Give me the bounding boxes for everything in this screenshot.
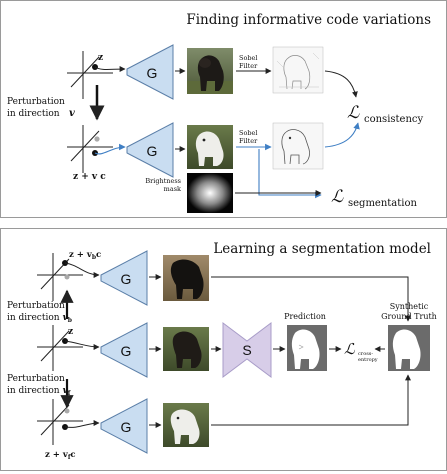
brightness-mask-image [187, 173, 233, 213]
latent-axes-b-icon [37, 253, 83, 301]
perturb-b-line1: Perturbation [7, 301, 65, 311]
fg-image-to-gt-arrow [211, 374, 411, 426]
ground-truth-mask-image [388, 325, 430, 371]
latent-f-to-generator-arrow [64, 420, 100, 428]
gt-label-line1: Synthetic [390, 302, 429, 311]
segmenter-label: S [242, 342, 251, 358]
ce-loss-sub1: cross- [358, 351, 373, 357]
latent-axes-icon [67, 51, 113, 99]
latent-to-generator-arrow [94, 66, 126, 73]
latent-b-label: z + vbc [69, 250, 101, 261]
segmentation-loss-symbol: ℒ [331, 187, 344, 207]
brightness-mask-label: Brightness [145, 177, 181, 185]
generator-center-label: G [121, 343, 132, 359]
segmenter-block [222, 322, 272, 378]
ce-loss-symbol: ℒ [344, 340, 356, 358]
sobel-filter-label-2: Filter [239, 62, 258, 70]
latent-center-to-generator-arrow [64, 340, 100, 350]
generator-block-2 [126, 122, 174, 178]
generator-label: G [147, 65, 158, 81]
sobel2-to-consistency-arrow [324, 122, 360, 148]
generated-image-white-dog [187, 125, 233, 169]
top-panel-title: Finding informative code variations [186, 12, 431, 28]
generator-b-block [100, 250, 148, 306]
image-to-segmentation-arrow [258, 149, 322, 199]
perturbation-label-line2: in direction [7, 109, 60, 119]
prediction-mask-image [287, 325, 327, 371]
perturbed-latent-to-generator-arrow [94, 143, 126, 155]
generated-image-dark-dog [187, 48, 233, 94]
sobel-filter-label-b: Sobel [239, 129, 257, 137]
generator-f-label: G [121, 419, 132, 435]
perturbation-direction-v: v [69, 108, 75, 119]
latent-z-label: z [98, 53, 103, 63]
consistency-loss-subscript: consistency [364, 114, 424, 125]
sobel-to-consistency-arrow [324, 70, 358, 98]
generator-label-2: G [147, 143, 158, 159]
latent-axes-f-icon [37, 399, 83, 445]
segmentation-loss-subscript: segmentation [348, 198, 418, 209]
background-image-dark-dog [163, 255, 209, 301]
bottom-panel-canvas: Learning a segmentation model z + vbc G [7, 241, 437, 461]
bg-image-to-gt-arrow [211, 276, 411, 322]
generator-f-block [100, 398, 148, 454]
gt-label-line2: Ground Truth [381, 312, 437, 321]
top-panel: Finding informative code variations z G [0, 0, 447, 218]
sobel-edge-image [272, 46, 324, 94]
sobel-filter-label: Sobel [239, 54, 257, 62]
foreground-image-white-dog [163, 403, 209, 447]
consistency-loss-symbol: ℒ [347, 103, 360, 123]
latent-b-to-generator-arrow [64, 262, 100, 278]
perturbed-latent-label: z + v c [73, 172, 106, 182]
perturbed-latent-axes-icon [67, 125, 113, 173]
sobel-edge-image-2 [272, 122, 324, 170]
generated-image-center-dog [163, 327, 209, 371]
latent-axes-center-icon [37, 325, 83, 371]
perturb-f-line1: Perturbation [7, 374, 65, 384]
generator-b-label: G [121, 271, 132, 287]
latent-center-label: z [68, 327, 73, 337]
bottom-panel: Learning a segmentation model z + vbc G [0, 228, 447, 471]
bottom-panel-title: Learning a segmentation model [213, 241, 431, 257]
brightness-mask-label-2: mask [164, 185, 181, 193]
generator-block [126, 44, 174, 100]
top-panel-canvas: Finding informative code variations z G [7, 12, 431, 213]
ce-loss-sub2: entropy [358, 357, 378, 363]
perturbation-label-line1: Perturbation [7, 97, 65, 107]
prediction-label: Prediction [284, 312, 326, 321]
latent-f-label: z + vfc [45, 450, 76, 461]
generator-center-block [100, 322, 148, 378]
sobel-filter-label-b2: Filter [239, 137, 258, 145]
